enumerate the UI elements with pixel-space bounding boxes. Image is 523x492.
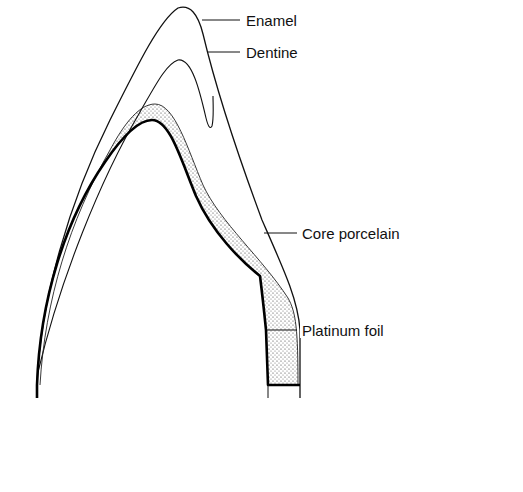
enamel-inner-line bbox=[38, 60, 213, 372]
dentine-leader bbox=[208, 52, 240, 53]
platinum-foil-line bbox=[37, 120, 300, 398]
platinum-foil-label: Platinum foil bbox=[300, 323, 386, 338]
core-porcelain-leader bbox=[264, 233, 297, 234]
platinum-foil-leader bbox=[267, 330, 297, 331]
root-line bbox=[268, 385, 269, 398]
dentine-label: Dentine bbox=[244, 45, 300, 60]
tooth-outline bbox=[37, 7, 300, 398]
enamel-label: Enamel bbox=[244, 13, 299, 28]
enamel-leader bbox=[202, 20, 240, 21]
core-outer-line bbox=[40, 104, 298, 385]
core-porcelain-label: Core porcelain bbox=[300, 226, 402, 241]
